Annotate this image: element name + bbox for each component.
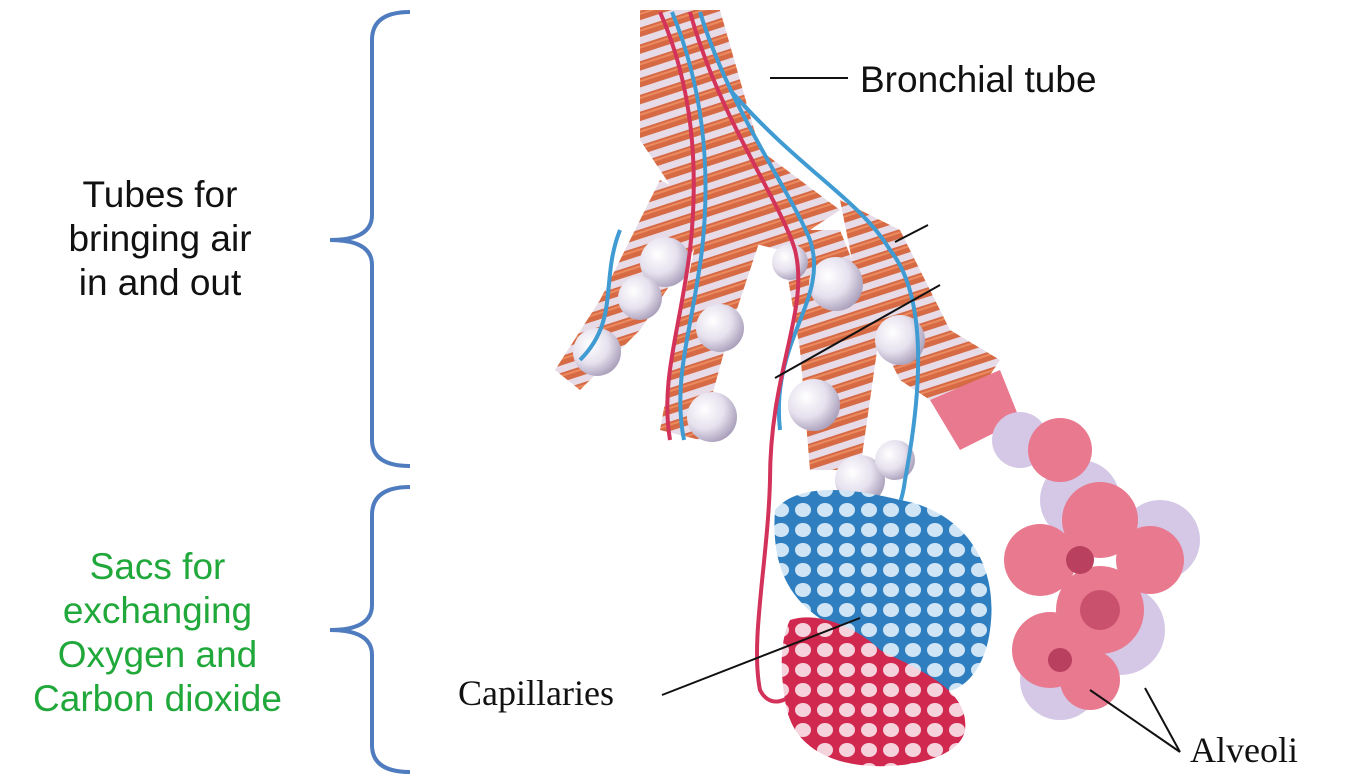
tubes-label-line: Tubes for xyxy=(20,173,300,217)
sacs-label-line: Sacs for xyxy=(0,545,315,589)
tubes-group-label: Tubes for bringing air in and out xyxy=(20,173,300,305)
sacs-group-label: Sacs for exchanging Oxygen and Carbon di… xyxy=(0,545,315,721)
upper-bracket xyxy=(330,12,410,466)
sacs-label-line: Oxygen and xyxy=(0,633,315,677)
capillary-network xyxy=(774,490,991,766)
lower-bracket xyxy=(330,487,410,772)
bronchial-tube-label: Bronchial tube xyxy=(860,59,1097,100)
capillaries-label: Capillaries xyxy=(458,673,614,713)
tubes-label-line: in and out xyxy=(20,261,300,305)
sacs-label-line: Carbon dioxide xyxy=(0,677,315,721)
sacs-label-line: exchanging xyxy=(0,589,315,633)
alveoli-leader-1 xyxy=(1090,690,1180,752)
alveoli-label: Alveoli xyxy=(1190,730,1298,770)
alveoli-leader-2 xyxy=(1145,688,1180,752)
tubes-label-line: bringing air xyxy=(20,217,300,261)
